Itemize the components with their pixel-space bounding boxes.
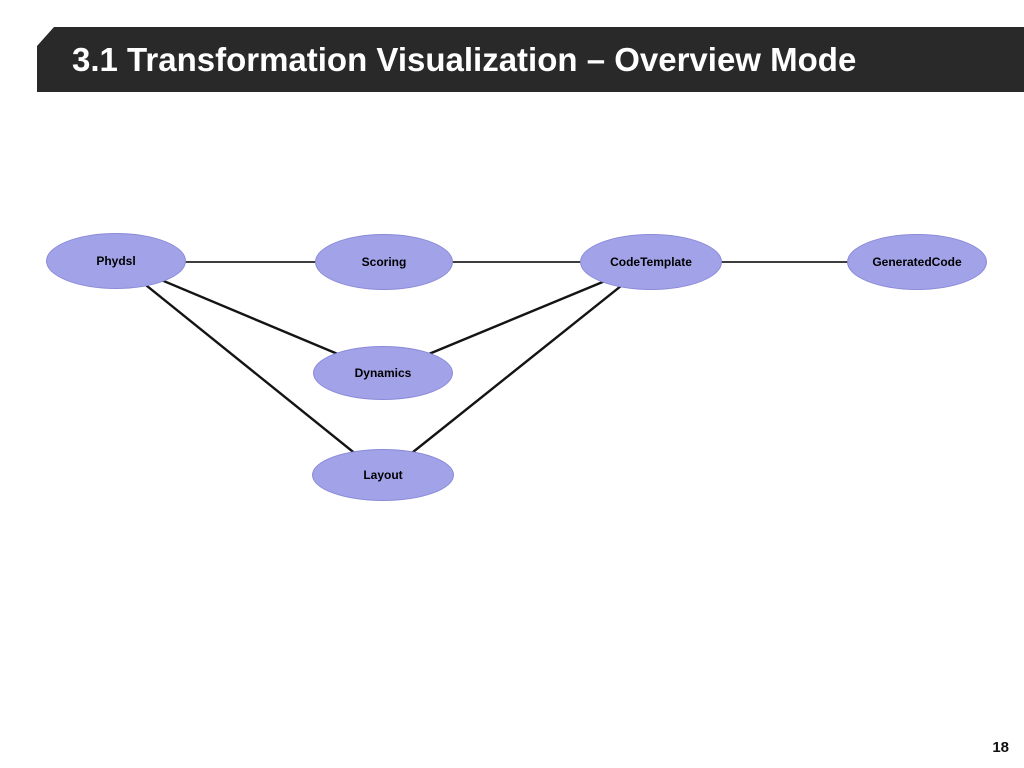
page-number: 18 [992,739,1009,756]
slide-title: 3.1 Transformation Visualization – Overv… [72,40,857,78]
node-scoring-label: Scoring [361,255,407,269]
node-phydsl: Phydsl [46,233,186,289]
edge-phydsl-layout [115,260,384,477]
node-phydsl-label: Phydsl [96,254,136,268]
node-dynamics-label: Dynamics [354,366,412,380]
node-scoring: Scoring [315,234,453,290]
edge-layout-codetemplate [382,261,652,477]
title-banner: 3.1 Transformation Visualization – Overv… [37,27,1024,92]
node-dynamics: Dynamics [313,346,453,400]
node-generatedcode: GeneratedCode [847,234,987,290]
node-layout-label: Layout [363,468,403,482]
node-generatedcode-label: GeneratedCode [872,255,962,269]
node-codetemplate: CodeTemplate [580,234,722,290]
node-codetemplate-label: CodeTemplate [610,255,692,269]
node-layout: Layout [312,449,454,501]
